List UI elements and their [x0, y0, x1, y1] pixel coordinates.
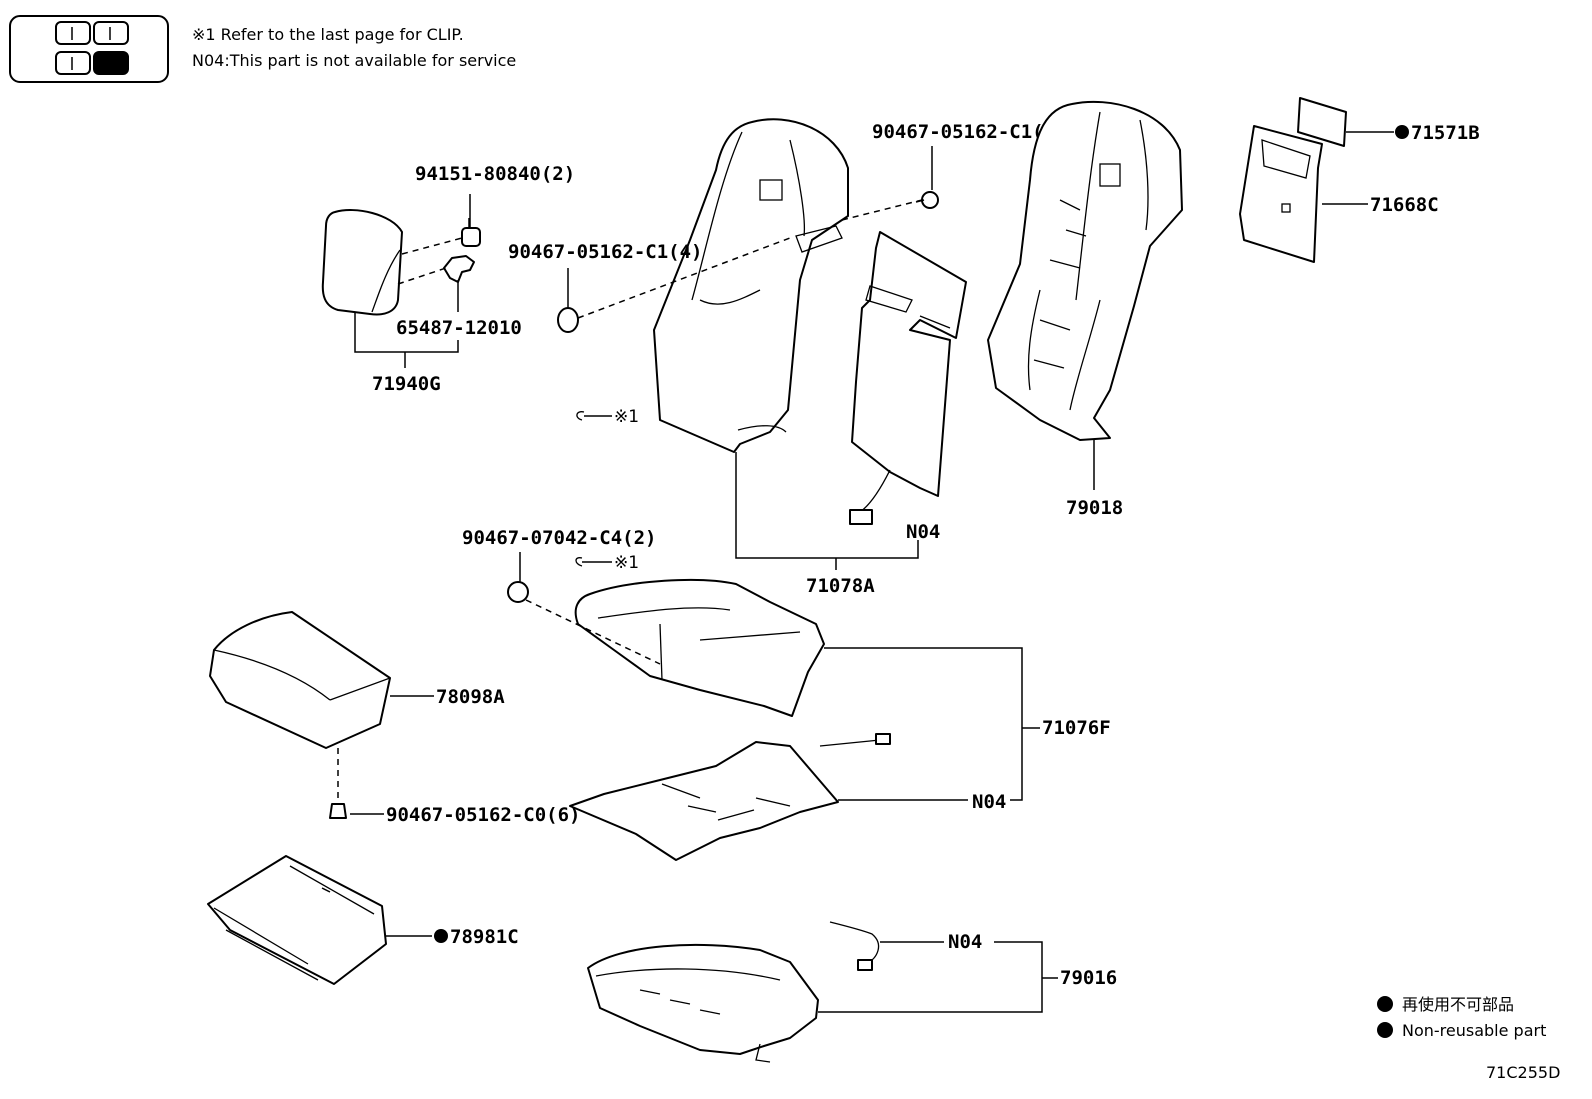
legend-dot-icon-en	[1377, 1022, 1393, 1038]
n04-note: N04:This part is not available for servi…	[192, 51, 516, 70]
headrest-drawing	[321, 209, 403, 316]
seatback-heater-drawing	[849, 231, 967, 525]
back-panel-clip	[557, 307, 579, 333]
headrest-support-bushing	[461, 218, 481, 247]
armrest-drawing	[209, 611, 391, 749]
legend-jp: 再使用不可部品	[1402, 995, 1514, 1014]
label-71668C: 71668C	[1370, 194, 1439, 216]
label-71078A: 71078A	[806, 575, 875, 597]
label-n04-back: N04	[906, 521, 940, 543]
label-79018: 79018	[1066, 497, 1123, 519]
cushion-pad-drawing	[587, 943, 819, 1063]
armrest-clip	[329, 803, 347, 819]
label-90467-c1-8: 90467-05162-C1(8)	[872, 121, 1066, 143]
bullet-dot-icon-2	[434, 929, 448, 943]
label-90467-c4: 90467-07042-C4(2)	[462, 527, 656, 549]
label-plate-drawing	[1297, 97, 1347, 147]
label-78098A: 78098A	[436, 686, 505, 708]
label-79016: 79016	[1060, 967, 1117, 989]
clip-ref-2: ※1	[614, 553, 639, 573]
cushion-screw-clip	[507, 581, 529, 603]
armrest-pad-drawing	[207, 855, 387, 985]
headrest-guide	[443, 255, 475, 283]
seatback-pad-drawing	[987, 100, 1183, 441]
heater-wire-drawing	[829, 921, 880, 971]
cushion-heater-drawing	[569, 733, 891, 861]
legend-dot-icon-jp	[1377, 996, 1393, 1012]
label-71571B: 71571B	[1411, 122, 1480, 144]
label-65487: 65487-12010	[396, 317, 522, 339]
label-90467-c1-4: 90467-05162-C1(4)	[508, 241, 702, 263]
seat-position-indicator-icon	[9, 15, 169, 83]
label-71940G: 71940G	[372, 373, 441, 395]
label-90467-c0: 90467-05162-C0(6)	[386, 804, 580, 826]
seatback-cover-drawing	[653, 118, 849, 453]
label-n04-heater: N04	[948, 931, 982, 953]
diagram-code: 71C255D	[1486, 1063, 1560, 1082]
clip-ref-1: ※1	[614, 407, 639, 427]
clip-note: ※1 Refer to the last page for CLIP.	[192, 25, 464, 44]
legend-en: Non-reusable part	[1402, 1021, 1546, 1040]
label-71076F: 71076F	[1042, 717, 1111, 739]
bullet-dot-icon	[1395, 125, 1409, 139]
back-board-drawing	[1239, 125, 1323, 263]
label-78981C: 78981C	[450, 926, 519, 948]
cushion-cover-drawing	[574, 578, 825, 717]
label-n04-cushion: N04	[972, 791, 1006, 813]
label-94151: 94151-80840(2)	[415, 163, 575, 185]
